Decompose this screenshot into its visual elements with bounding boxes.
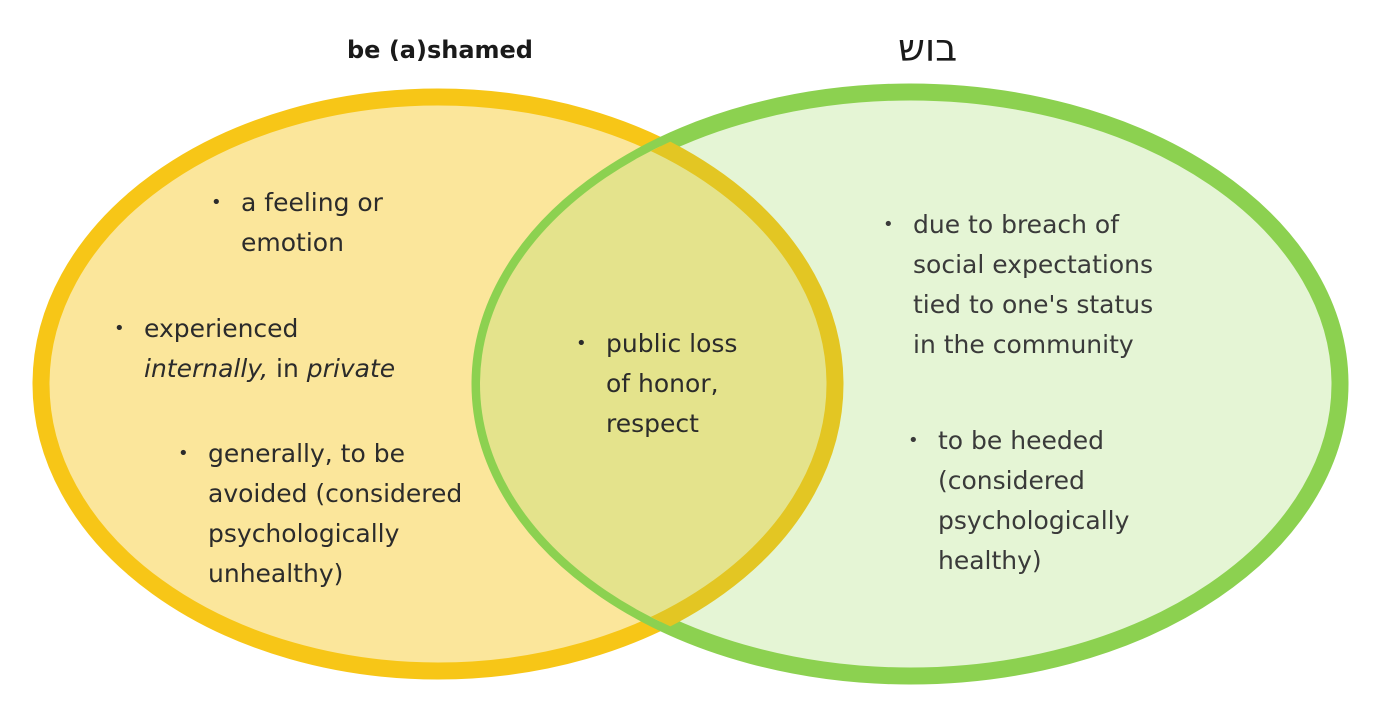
bullet-text-line: social expectations bbox=[913, 250, 1153, 279]
bullet-text-line: internally, in private bbox=[144, 349, 395, 389]
bullet-dot: • bbox=[178, 443, 189, 464]
right-set-title: בוש bbox=[898, 26, 958, 70]
bullet-text-line: generally, to be bbox=[208, 439, 405, 468]
emphasis-internally: internally, bbox=[144, 354, 269, 383]
emphasis-private: private bbox=[306, 354, 396, 383]
bullet-text-line: healthy) bbox=[938, 546, 1042, 575]
bullet-text-line: avoided (considered bbox=[208, 479, 463, 508]
bullet-text-line: to be heeded bbox=[938, 426, 1104, 455]
bullet-breach-of-social-expectations: • due to breach of social expectations t… bbox=[883, 205, 1154, 365]
bullet-generally-avoided: • generally, to be avoided (considered p… bbox=[178, 434, 463, 594]
bullet-text-line: of honor, bbox=[606, 369, 719, 398]
bullet-dot: • bbox=[114, 318, 125, 339]
bullet-text-line: in the community bbox=[913, 330, 1134, 359]
connector-in: in bbox=[268, 354, 307, 383]
bullet-text-line: psychologically bbox=[208, 519, 400, 548]
bullet-dot: • bbox=[908, 430, 919, 451]
bullet-to-be-heeded: • to be heeded (considered psychological… bbox=[908, 421, 1130, 581]
bullet-text-line: emotion bbox=[241, 228, 344, 257]
bullet-experienced-internally: • experienced internally, in private bbox=[114, 309, 395, 389]
bullet-text-line: public loss bbox=[606, 329, 738, 358]
bullet-text-line: due to breach of bbox=[913, 210, 1120, 239]
overlap-region bbox=[480, 97, 835, 671]
bullet-text-line: respect bbox=[606, 409, 699, 438]
bullet-public-loss-of-honor: • public loss of honor, respect bbox=[576, 324, 738, 444]
bullet-dot: • bbox=[883, 214, 894, 235]
left-set-outline-overlap bbox=[480, 92, 844, 676]
left-set-title: be (a)shamed bbox=[347, 36, 533, 64]
bullet-dot: • bbox=[211, 192, 222, 213]
bullet-text-line: tied to one's status bbox=[913, 290, 1154, 319]
bullet-text-line: a feeling or bbox=[241, 188, 383, 217]
bullet-text-line: unhealthy) bbox=[208, 559, 344, 588]
bullet-text-line: experienced bbox=[144, 314, 299, 343]
bullet-dot: • bbox=[576, 333, 587, 354]
bullet-feeling-or-emotion: • a feeling or emotion bbox=[211, 183, 383, 263]
bullet-text-line: psychologically bbox=[938, 506, 1130, 535]
bullet-text-line: (considered bbox=[938, 466, 1085, 495]
